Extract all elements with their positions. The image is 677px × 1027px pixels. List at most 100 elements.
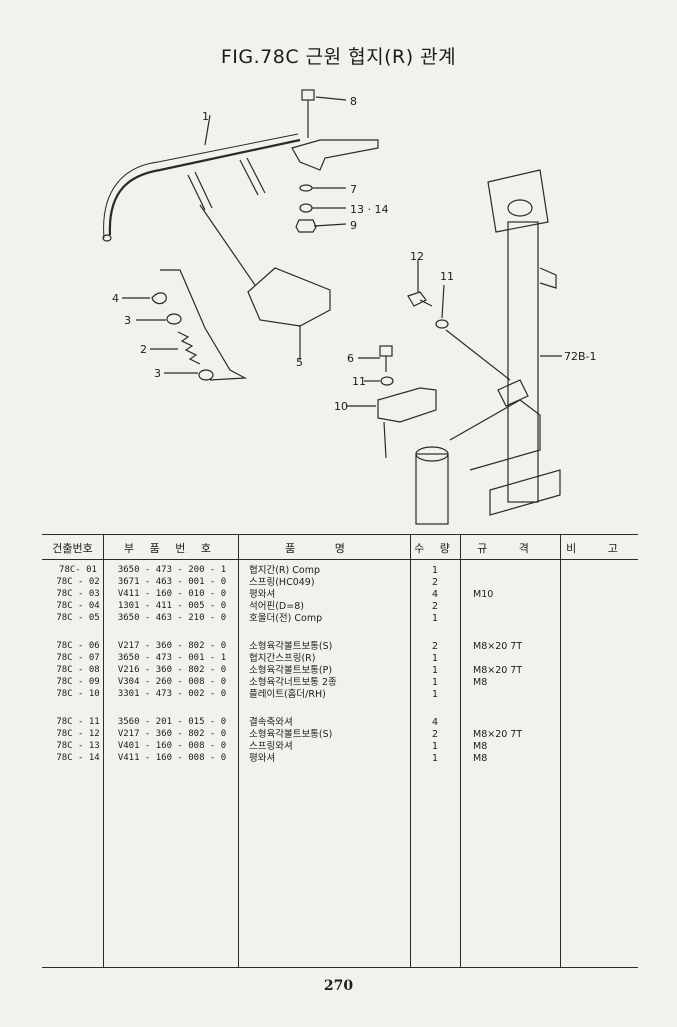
- parts-diagram: 1 8 7 13 · 14 9 12 11 4 3 2 3 5 6 11 10 …: [102, 89, 597, 525]
- table-row: 78C - 04 1301 - 411 - 005 - 0 석어핀(D=8) 2: [42, 601, 638, 612]
- bolt-12: [407, 291, 427, 307]
- table-row: 78C - 12 V217 - 360 - 802 - 0 소형육각볼트보통(S…: [42, 729, 638, 740]
- cell-qty: 4: [431, 717, 439, 728]
- cell-qty: 1: [431, 653, 439, 664]
- cell-part-name: 플레이트(홈더/RH): [249, 689, 326, 700]
- page-title: FIG.78C 근원 협지(R) 관계: [220, 46, 457, 68]
- spring-2: [177, 331, 201, 365]
- cell-ref-no: 78C - 11: [56, 717, 100, 727]
- cell-qty: 1: [431, 689, 439, 700]
- table-row: 78C - 03 V411 - 160 - 010 - 0 평와셔 4 M10: [42, 589, 638, 600]
- cell-part-no: 1301 - 411 - 005 - 0: [117, 601, 227, 611]
- cell-ref-no: 78C - 12: [56, 729, 100, 739]
- header-ref-no: 건출번호: [52, 542, 93, 555]
- cell-qty: 2: [431, 729, 439, 740]
- cell-part-name: 소형육각너트보통 2종: [249, 677, 337, 688]
- cell-part-name: 평와셔: [249, 589, 276, 600]
- table-row: 78C- 01 3650 - 473 - 200 - 1 협지간(R) Comp…: [42, 565, 638, 576]
- callout-72b-1: 72B-1: [564, 350, 597, 363]
- washer-11a: [435, 319, 449, 329]
- cell-ref-no: 78C - 09: [56, 677, 100, 687]
- cell-ref-no: 78C - 06: [56, 641, 100, 651]
- washer-3a: [166, 313, 182, 325]
- callout-11a: 11: [440, 270, 454, 283]
- plate-10: [377, 387, 437, 423]
- washer-3b: [198, 369, 214, 381]
- parts-table: 건출번호 부 품 번 호 품 명 수 량 규 격 비 고 78C- 01 365…: [42, 534, 638, 968]
- sleeve: [415, 453, 449, 525]
- top-bracket: [291, 139, 379, 171]
- callout-6: 6: [347, 352, 354, 365]
- callout-7: 7: [350, 183, 357, 196]
- callout-4: 4: [112, 292, 119, 305]
- cell-qty: 4: [431, 589, 439, 600]
- table-row: 78C - 06 V217 - 360 - 802 - 0 소형육각볼트보통(S…: [42, 641, 638, 652]
- cell-part-name: 평와셔: [249, 753, 276, 764]
- cell-part-no: 3671 - 463 - 001 - 0: [117, 577, 227, 587]
- callout-11b: 11: [352, 375, 366, 388]
- cell-ref-no: 78C - 14: [56, 753, 100, 763]
- bolt-6: [379, 345, 393, 357]
- post-72b-1: [507, 221, 539, 503]
- table-row: 78C - 02 3671 - 463 - 001 - 0 스프링(HC049)…: [42, 577, 638, 588]
- cell-part-no: 3650 - 473 - 200 - 1: [117, 565, 227, 575]
- header-divider: [42, 559, 638, 560]
- table-row: 78C - 10 3301 - 473 - 002 - 0 플레이트(홈더/RH…: [42, 689, 638, 700]
- cell-part-no: V411 - 160 - 008 - 0: [117, 753, 227, 763]
- cell-qty: 2: [431, 641, 439, 652]
- callout-13-14: 13 · 14: [350, 203, 388, 216]
- cell-part-no: 3560 - 201 - 015 - 0: [117, 717, 227, 727]
- col-divider: [103, 535, 104, 967]
- cell-part-name: 소형육각볼트보통(S): [249, 641, 333, 652]
- lever-rod: [108, 138, 301, 236]
- col-divider: [238, 535, 239, 967]
- callout-10: 10: [334, 400, 348, 413]
- cell-ref-no: 78C - 13: [56, 741, 100, 751]
- cell-ref-no: 78C - 02: [56, 577, 100, 587]
- table-row: 78C - 05 3650 - 463 - 210 - 0 호울더(전) Com…: [42, 613, 638, 624]
- cell-qty: 1: [431, 753, 439, 764]
- bolt-8: [301, 89, 315, 101]
- page-number: 270: [323, 978, 354, 994]
- header-part-no: 부 품 번 호: [124, 542, 217, 555]
- cell-spec: M8×20 7T: [473, 665, 523, 676]
- callout-1: 1: [202, 110, 209, 123]
- table-row: 78C - 14 V411 - 160 - 008 - 0 평와셔 1 M8: [42, 753, 638, 764]
- cell-part-no: V217 - 360 - 802 - 0: [117, 729, 227, 739]
- col-divider: [460, 535, 461, 967]
- cell-ref-no: 78C - 10: [56, 689, 100, 699]
- col-divider: [560, 535, 561, 967]
- spring-pin-4: [151, 292, 167, 305]
- cell-part-no: V216 - 360 - 802 - 0: [117, 665, 227, 675]
- cell-qty: 1: [431, 613, 439, 624]
- cell-ref-no: 78C - 04: [56, 601, 100, 611]
- cell-part-name: 소형육각볼트보통(S): [249, 729, 333, 740]
- cell-qty: 1: [431, 677, 439, 688]
- callout-2: 2: [140, 343, 147, 356]
- cell-part-name: 스프링(HC049): [249, 577, 315, 588]
- cell-qty: 2: [431, 577, 439, 588]
- header-part-name: 품 명: [285, 542, 363, 555]
- callout-5: 5: [296, 356, 303, 369]
- cell-spec: M10: [473, 589, 494, 600]
- cell-ref-no: 78C- 01: [59, 565, 97, 575]
- cell-ref-no: 78C - 08: [56, 665, 100, 675]
- table-row: 78C - 07 3650 - 473 - 001 - 1 협지간스프링(R) …: [42, 653, 638, 664]
- table-row: 78C - 08 V216 - 360 - 802 - 0 소형육각볼트보통(P…: [42, 665, 638, 676]
- cell-part-name: 스프링와셔: [249, 741, 293, 752]
- cell-part-no: V304 - 260 - 008 - 0: [117, 677, 227, 687]
- col-divider: [410, 535, 411, 967]
- cell-part-no: V401 - 160 - 008 - 0: [117, 741, 227, 751]
- cell-qty: 1: [431, 565, 439, 576]
- callout-9: 9: [350, 219, 357, 232]
- cell-ref-no: 78C - 07: [56, 653, 100, 663]
- cell-ref-no: 78C - 03: [56, 589, 100, 599]
- callout-12: 12: [410, 250, 424, 263]
- header-spec: 규 격: [477, 542, 543, 555]
- holder-5: [247, 267, 331, 327]
- cell-part-no: V411 - 160 - 010 - 0: [117, 589, 227, 599]
- cell-part-name: 협지간스프링(R): [249, 653, 316, 664]
- cell-part-no: V217 - 360 - 802 - 0: [117, 641, 227, 651]
- cell-spec: M8: [473, 753, 488, 764]
- cell-spec: M8: [473, 677, 488, 688]
